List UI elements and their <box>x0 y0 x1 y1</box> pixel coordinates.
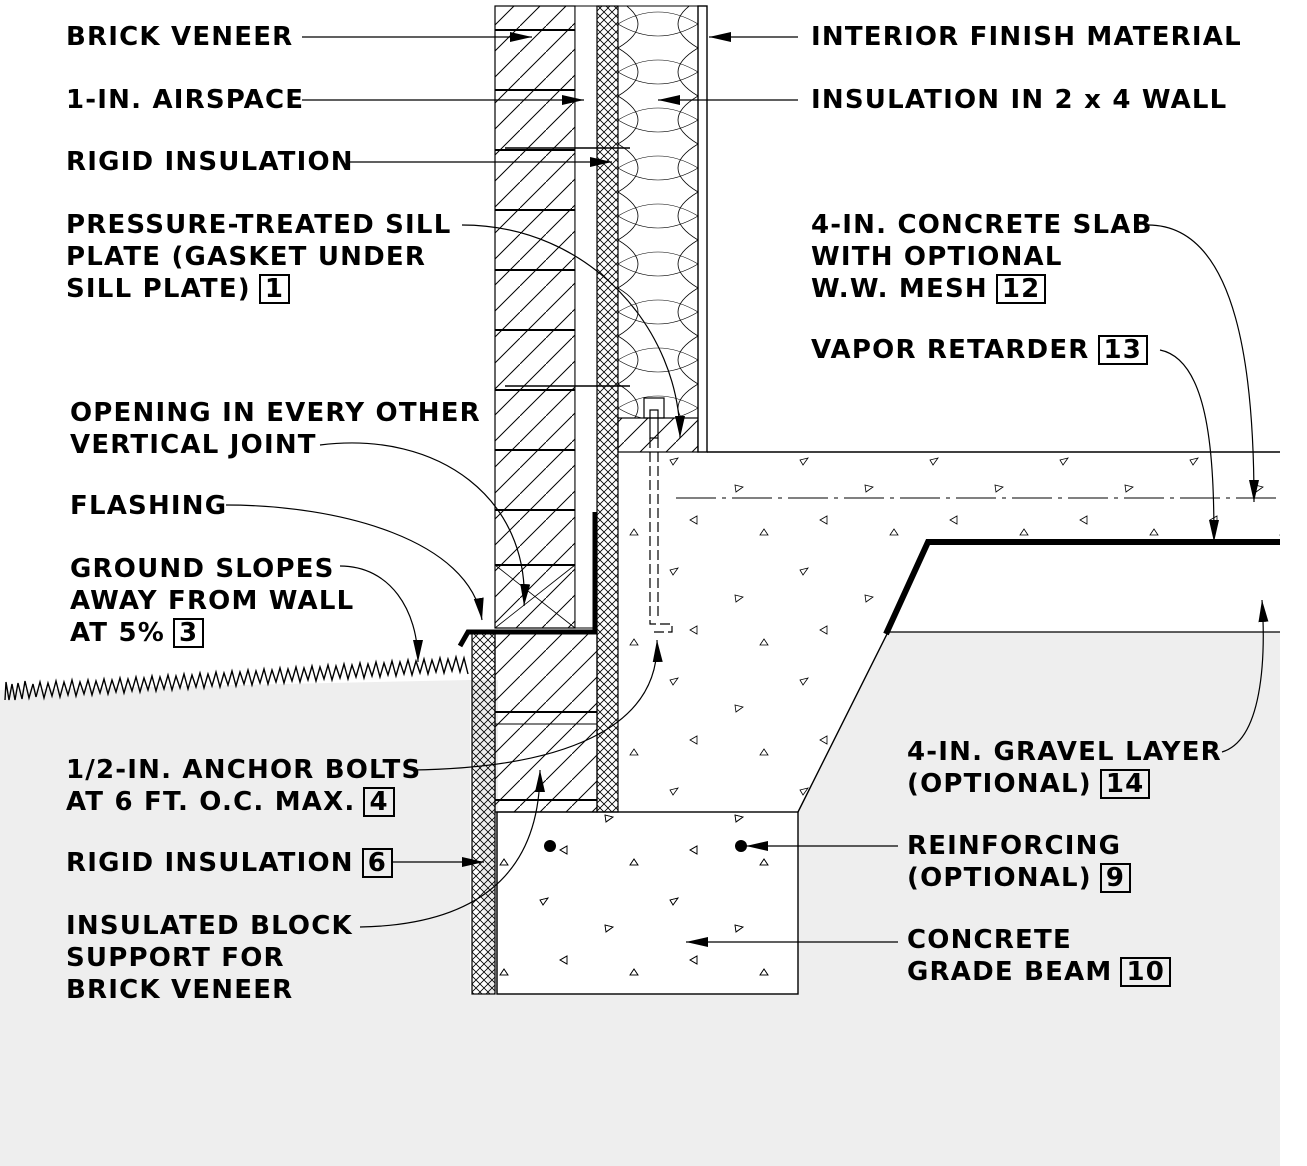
ground-line <box>4 654 469 701</box>
reference-number: 9 <box>1099 863 1132 893</box>
label-text: OPENING IN EVERY OTHER <box>70 398 481 428</box>
label-text: AT 6 FT. O.C. MAX. <box>66 787 356 817</box>
label-wall-insulation: INSULATION IN 2 x 4 WALL <box>811 84 1227 116</box>
label-flashing: FLASHING <box>70 490 227 522</box>
reference-number: 4 <box>363 787 395 817</box>
label-anchor-bolts: 1/2-IN. ANCHOR BOLTS AT 6 FT. O.C. MAX.4 <box>66 754 421 818</box>
exterior-rigid-insulation <box>471 631 496 995</box>
label-text: INSULATED BLOCK <box>66 911 353 941</box>
label-text: INSULATION IN 2 x 4 WALL <box>811 85 1228 115</box>
reference-number: 3 <box>173 618 205 648</box>
label-rigid-insulation-top: RIGID INSULATION <box>66 146 354 178</box>
label-text: AWAY FROM WALL <box>70 586 355 616</box>
reference-number: 1 <box>258 274 291 304</box>
label-text: WITH OPTIONAL <box>811 242 1063 272</box>
batt-insulation <box>617 5 699 419</box>
label-reinforcing: REINFORCING (OPTIONAL)9 <box>907 830 1132 894</box>
white-edge-right <box>1280 0 1307 1166</box>
label-text: GROUND SLOPES <box>70 554 335 584</box>
label-text: INTERIOR FINISH MATERIAL <box>811 22 1242 52</box>
flashing <box>457 512 598 648</box>
label-text: BRICK VENEER <box>66 22 294 52</box>
reference-number: 13 <box>1097 335 1149 365</box>
label-text: BRICK VENEER <box>66 975 294 1005</box>
label-text: RIGID INSULATION <box>66 147 354 177</box>
reference-number: 12 <box>995 274 1047 304</box>
label-text: FLASHING <box>70 491 228 521</box>
label-text: AT 5% <box>70 618 166 648</box>
brick-veneer <box>494 5 576 629</box>
label-text: GRADE BEAM <box>907 957 1113 987</box>
label-text: RIGID INSULATION <box>66 848 354 878</box>
label-opening: OPENING IN EVERY OTHER VERTICAL JOINT <box>70 397 481 461</box>
vapor-retarder <box>883 539 1280 636</box>
rebar <box>735 840 747 852</box>
weep-opening <box>494 564 576 629</box>
label-interior-finish: INTERIOR FINISH MATERIAL <box>811 21 1242 53</box>
label-gravel-layer: 4-IN. GRAVEL LAYER (OPTIONAL)14 <box>907 736 1222 800</box>
rigid-insulation-sheathing <box>596 5 619 813</box>
label-text: 4-IN. GRAVEL LAYER <box>907 737 1222 767</box>
label-text: (OPTIONAL) <box>907 863 1092 893</box>
label-airspace: 1-IN. AIRSPACE <box>66 84 304 116</box>
label-text: W.W. MESH <box>811 274 988 304</box>
anchor-bolt <box>643 397 673 633</box>
reference-number: 14 <box>1099 769 1151 799</box>
label-ground-slopes: GROUND SLOPES AWAY FROM WALL AT 5%3 <box>70 553 354 649</box>
label-concrete-slab: 4-IN. CONCRETE SLAB WITH OPTIONAL W.W. M… <box>811 209 1153 305</box>
grade-beam <box>496 811 799 995</box>
label-sill-plate: PRESSURE-TREATED SILL PLATE (GASKET UNDE… <box>66 209 451 305</box>
label-text: PLATE (GASKET UNDER <box>66 242 427 272</box>
label-text: REINFORCING <box>907 831 1122 861</box>
soil-region <box>0 680 470 1166</box>
label-text: SILL PLATE) <box>66 274 251 304</box>
label-insulated-block: INSULATED BLOCK SUPPORT FOR BRICK VENEER <box>66 910 353 1006</box>
label-text: SUPPORT FOR <box>66 943 285 973</box>
block-support <box>494 631 598 813</box>
beam-slope <box>797 631 889 813</box>
label-text: 4-IN. CONCRETE SLAB <box>811 210 1153 240</box>
label-text: PRESSURE-TREATED SILL <box>66 210 452 240</box>
label-text: 1/2-IN. ANCHOR BOLTS <box>66 755 422 785</box>
label-text: 1-IN. AIRSPACE <box>66 85 305 115</box>
soil-below-beam <box>470 994 1280 1166</box>
label-text: VERTICAL JOINT <box>70 430 317 460</box>
label-text: (OPTIONAL) <box>907 769 1092 799</box>
interior-finish <box>697 5 708 453</box>
brick-coursing <box>495 29 575 566</box>
label-text: CONCRETE <box>907 925 1072 955</box>
label-brick-veneer: BRICK VENEER <box>66 21 293 53</box>
soil-right <box>798 632 1280 994</box>
leader-lines <box>225 32 1269 947</box>
label-text: VAPOR RETARDER <box>811 335 1090 365</box>
reference-number: 6 <box>361 848 394 878</box>
reference-number: 10 <box>1120 957 1172 987</box>
rebar <box>544 840 556 852</box>
